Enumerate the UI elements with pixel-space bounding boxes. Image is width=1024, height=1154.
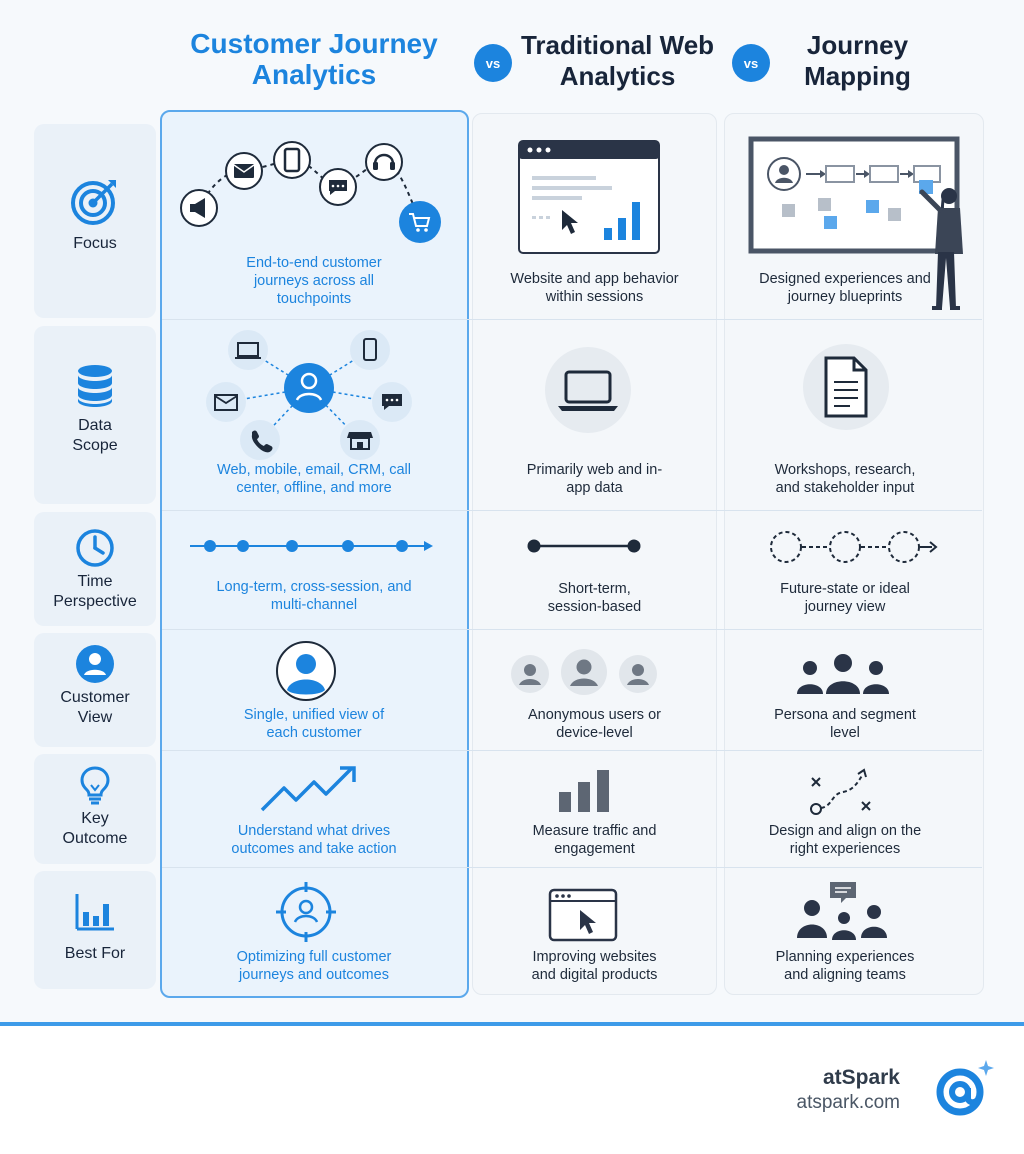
cja-focus-text: End-to-end customer journeys across all …	[246, 255, 382, 307]
target-icon	[70, 176, 120, 226]
header-journey-mapping: Journey Mapping	[804, 30, 911, 91]
header-traditional-web-analytics: Traditional Web Analytics	[520, 30, 715, 91]
cja-customer-view-text: Single, unified view of each customer	[243, 707, 385, 741]
multi-point-timeline-icon	[188, 536, 436, 556]
unified-customer-icon	[275, 640, 337, 702]
map-outcome-cell: Design and align on the right experience…	[730, 822, 960, 858]
web-outcome-text: Measure traffic and engagement	[532, 823, 657, 857]
web-focus-cell: Website and app behavior within sessions	[478, 270, 711, 306]
label-cell-bg	[34, 326, 156, 504]
web-customer-view-text: Anonymous users or device-level	[528, 707, 661, 741]
map-data-scope-text: Workshops, research, and stakeholder inp…	[774, 462, 916, 496]
row-label-text: Data Scope	[72, 417, 118, 454]
laptop-icon	[544, 346, 632, 434]
map-best-for-cell: Planning experiences and aligning teams	[730, 948, 960, 984]
row-label-text: Customer View	[60, 689, 130, 726]
web-time-text: Short-term, session-based	[547, 581, 642, 615]
touchpoint-arc-illustration	[172, 140, 452, 250]
web-time-cell: Short-term, session-based	[478, 580, 711, 616]
vs-badge-2: vs	[732, 44, 770, 82]
whiteboard-planning-illustration	[748, 136, 970, 316]
map-outcome-text: Design and align on the right experience…	[768, 823, 922, 857]
map-focus-cell: Designed experiences and journey bluepri…	[730, 270, 960, 306]
team-discussion-icon	[796, 880, 890, 942]
web-customer-view-cell: Anonymous users or device-level	[478, 706, 711, 742]
map-data-scope-cell: Workshops, research, and stakeholder inp…	[730, 461, 960, 497]
label-cell-bg	[34, 754, 156, 864]
future-timeline-icon	[768, 530, 944, 564]
row-label-text: Key Outcome	[62, 810, 128, 847]
cja-data-scope-cell: Web, mobile, email, CRM, call center, of…	[170, 461, 458, 497]
web-focus-text: Website and app behavior within sessions	[510, 271, 679, 305]
row-label-data-scope: Data Scope	[34, 360, 156, 460]
cja-time-cell: Long-term, cross-session, and multi-chan…	[170, 578, 458, 614]
map-focus-text: Designed experiences and journey bluepri…	[759, 271, 931, 305]
row-divider	[162, 319, 982, 320]
cja-customer-view-cell: Single, unified view of each customer	[170, 706, 458, 742]
map-best-for-text: Planning experiences and aligning teams	[775, 949, 915, 983]
row-label-text: Time Perspective	[53, 573, 137, 610]
short-timeline-icon	[526, 538, 644, 554]
map-customer-view-text: Persona and segment level	[774, 707, 916, 741]
cja-time-text: Long-term, cross-session, and multi-chan…	[216, 579, 412, 613]
row-label-best-for: Best For	[34, 886, 156, 970]
row-divider	[162, 629, 982, 630]
map-time-text: Future-state or ideal journey view	[780, 581, 910, 615]
traffic-bar-chart-icon	[556, 768, 616, 814]
brand-block: atSpark atspark.com	[797, 1066, 900, 1114]
brand-name: atSpark	[822, 1066, 900, 1089]
row-divider	[162, 867, 982, 868]
vs-badge-1: vs	[474, 44, 512, 82]
map-customer-view-cell: Persona and segment level	[730, 706, 960, 742]
atspark-logo-icon	[934, 1058, 996, 1120]
brand-url: atspark.com	[796, 1092, 900, 1113]
row-divider	[162, 510, 982, 511]
column-customer-journey-analytics	[160, 110, 469, 998]
channel-network-illustration	[196, 326, 426, 462]
row-label-text: Best For	[64, 945, 126, 962]
customer-target-icon	[274, 880, 338, 944]
document-icon	[802, 340, 890, 434]
persona-group-icon	[796, 652, 890, 696]
cja-outcome-text: Understand what drives outcomes and take…	[231, 823, 397, 857]
browser-analytics-icon	[518, 140, 660, 256]
cja-best-for-cell: Optimizing full customer journeys and ou…	[170, 948, 458, 984]
strategy-path-icon	[806, 768, 876, 818]
browser-click-icon	[548, 888, 618, 942]
map-time-cell: Future-state or ideal journey view	[730, 580, 960, 616]
row-label-time-perspective: Time Perspective	[34, 524, 156, 616]
column-traditional-web-analytics	[472, 113, 717, 995]
anonymous-users-icon	[508, 648, 660, 696]
row-label-key-outcome: Key Outcome	[34, 762, 156, 852]
cja-best-for-text: Optimizing full customer journeys and ou…	[236, 949, 392, 983]
bar-chart-icon	[74, 892, 116, 932]
row-label-focus: Focus	[34, 170, 156, 260]
cja-data-scope-text: Web, mobile, email, CRM, call center, of…	[217, 462, 411, 496]
row-label-text: Focus	[73, 235, 117, 252]
row-divider	[162, 750, 982, 751]
header-customer-journey-analytics: Customer Journey Analytics	[190, 28, 438, 90]
row-label-customer-view: Customer View	[34, 640, 156, 732]
database-icon	[76, 364, 114, 408]
cja-focus-cell: End-to-end customer journeys across all …	[170, 254, 458, 308]
clock-icon	[75, 528, 115, 568]
cja-outcome-cell: Understand what drives outcomes and take…	[170, 822, 458, 858]
web-best-for-text: Improving websites and digital products	[531, 949, 658, 983]
lightbulb-icon	[78, 765, 112, 805]
trending-up-icon	[258, 762, 360, 814]
web-best-for-cell: Improving websites and digital products	[478, 948, 711, 984]
web-data-scope-text: Primarily web and in-app data	[526, 462, 663, 496]
user-icon	[75, 644, 115, 684]
web-outcome-cell: Measure traffic and engagement	[478, 822, 711, 858]
web-data-scope-cell: Primarily web and in-app data	[478, 461, 711, 497]
